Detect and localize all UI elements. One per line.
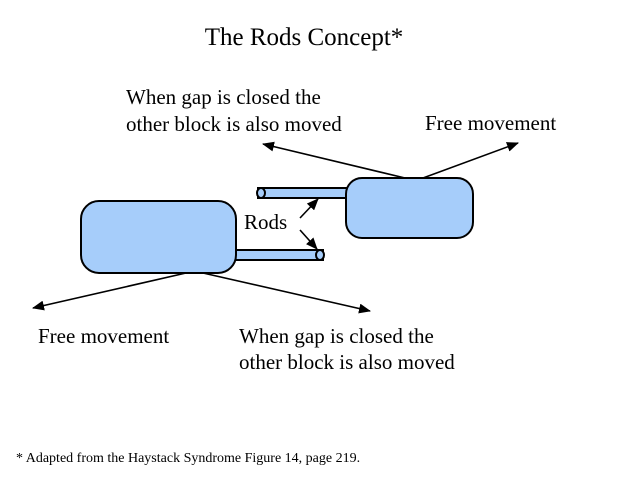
bottom-right-label-line1: When gap is closed the <box>239 324 434 348</box>
upper-rod-end <box>256 187 266 199</box>
rods-arrow-lower <box>299 229 318 250</box>
upper-rod <box>257 187 359 199</box>
arrow-lower-left <box>32 272 187 311</box>
bottom-left-label: Free movement <box>38 324 170 348</box>
left-block <box>80 200 237 274</box>
arrow-upper-right <box>422 142 519 179</box>
top-left-label-line2: other block is also moved <box>126 112 342 136</box>
top-left-label-line1: When gap is closed the <box>126 85 321 109</box>
arrow-upper-left <box>262 141 406 179</box>
lower-rod-end <box>315 249 325 261</box>
arrow-lower-right <box>202 272 371 314</box>
top-right-label: Free movement <box>425 111 557 135</box>
rods-label: Rods <box>244 210 288 234</box>
footnote: * Adapted from the Haystack Syndrome Fig… <box>16 451 361 466</box>
bottom-right-label-line2: other block is also moved <box>239 350 455 374</box>
diagram-title: The Rods Concept* <box>204 24 404 51</box>
lower-rod <box>224 249 324 261</box>
right-block <box>345 177 474 239</box>
rods-arrow-upper <box>299 198 319 219</box>
